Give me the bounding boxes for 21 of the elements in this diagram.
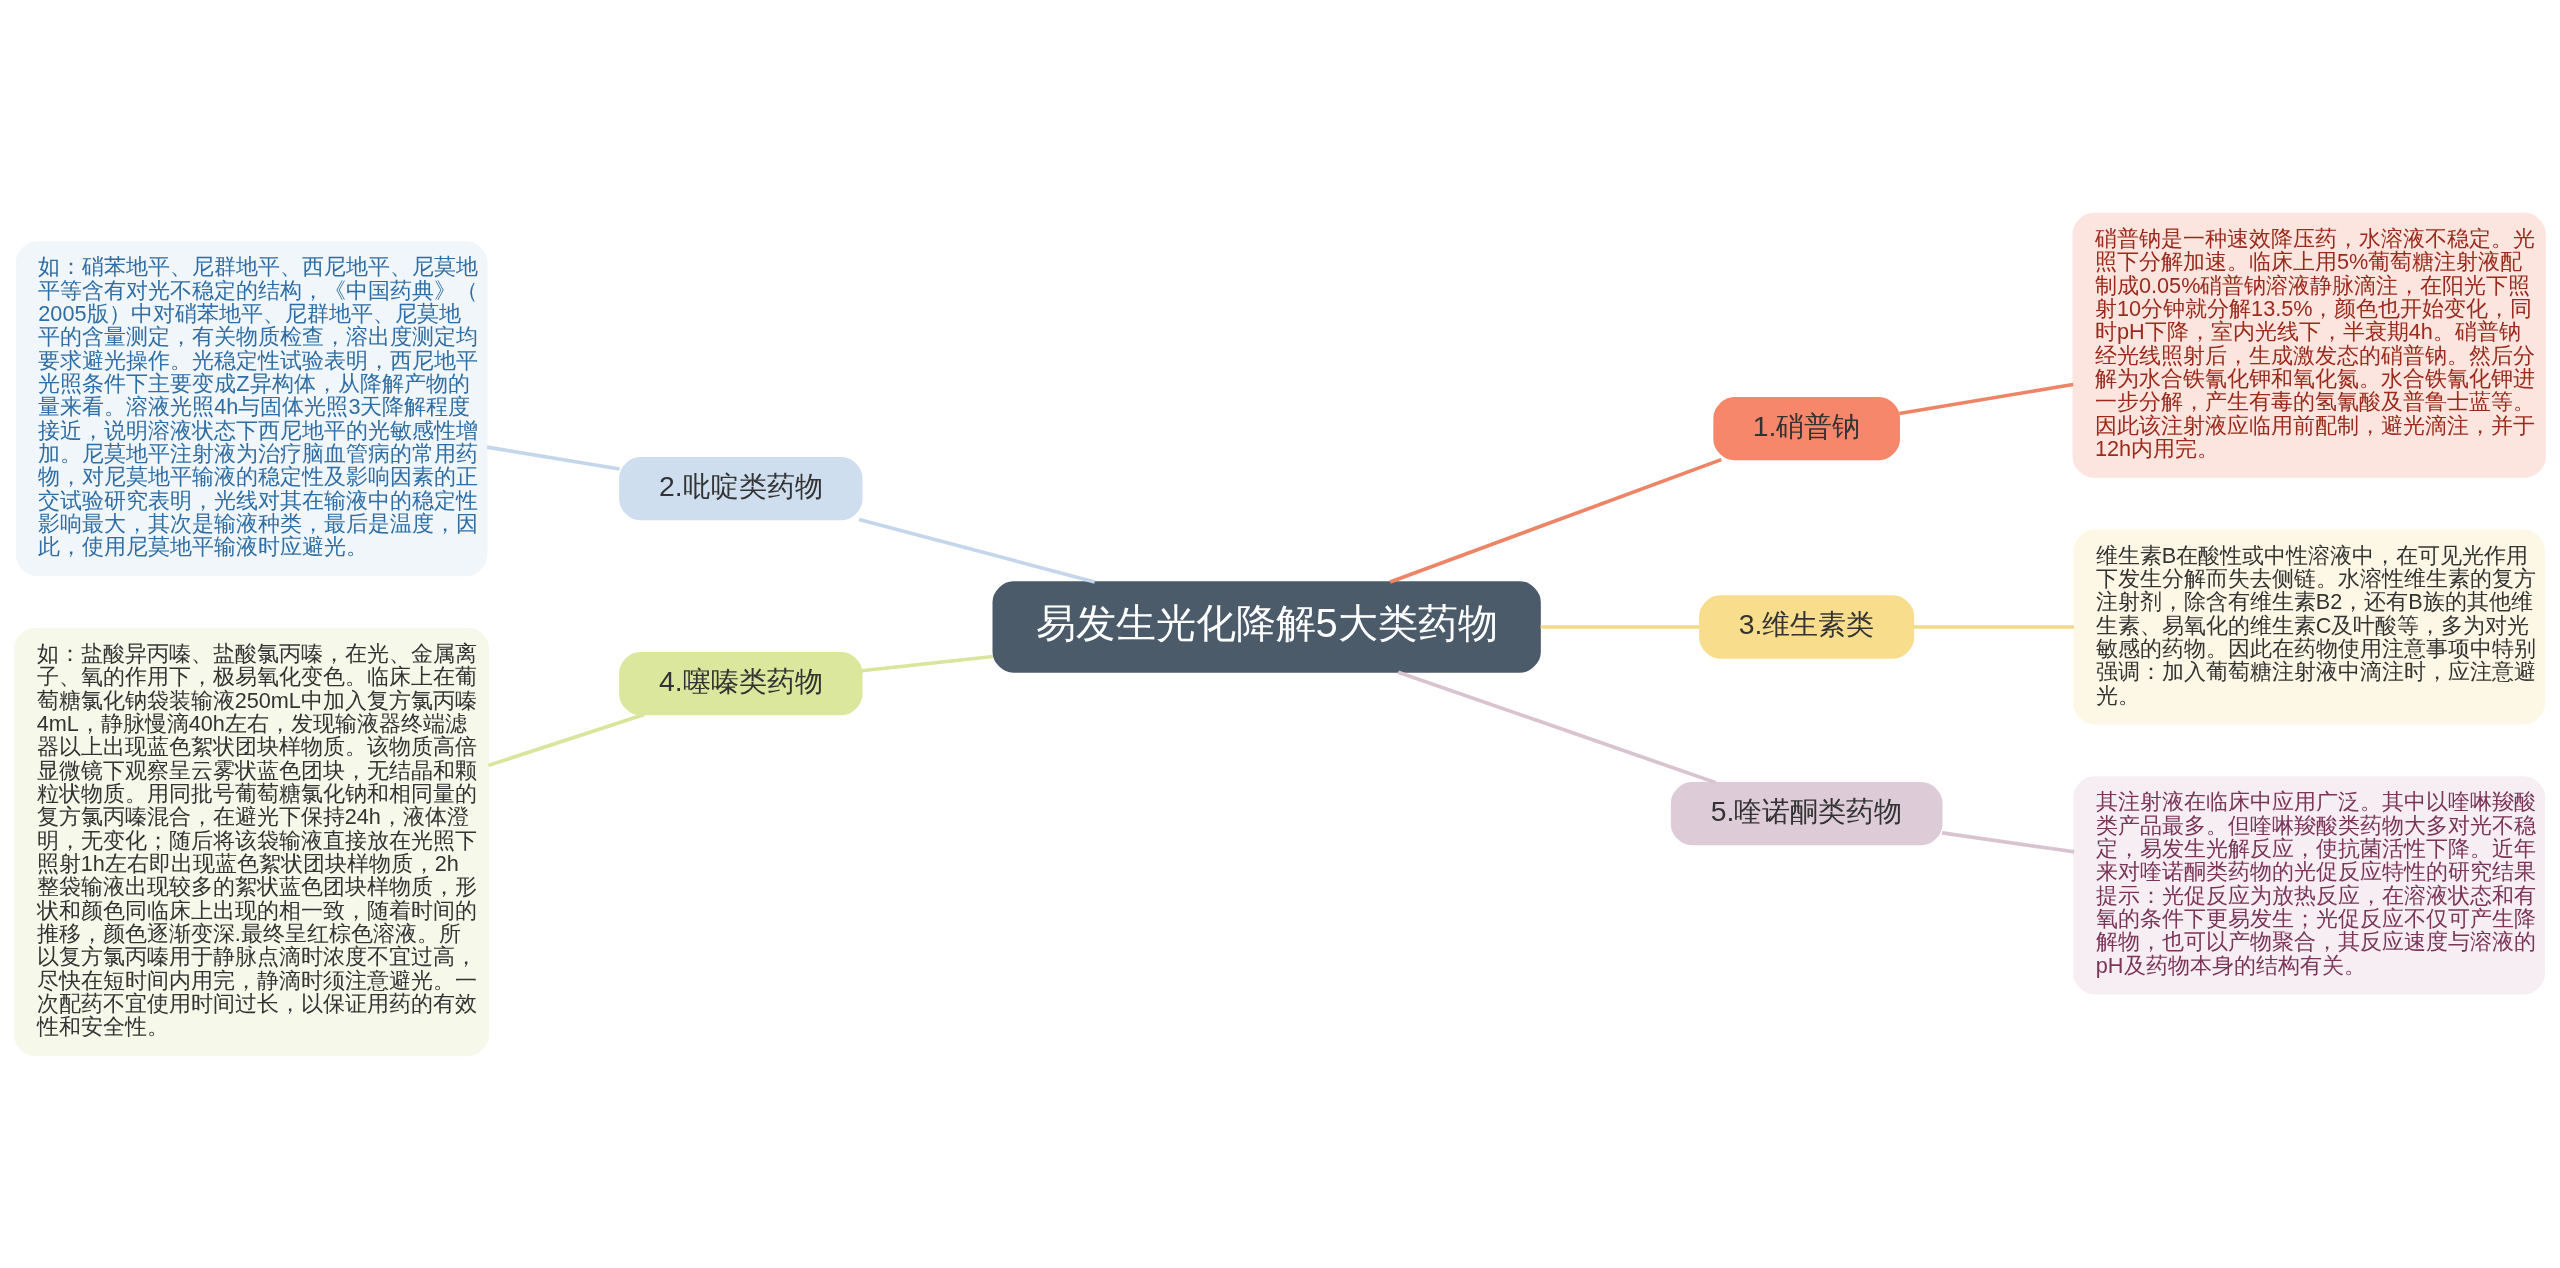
- connector: [1540, 624, 1700, 629]
- node-box: 其注射液在临床中应用广泛。其中以喹啉羧酸类产品最多。但喹啉羧酸类药物大多对光不稳定，易发生光解反应，使抗菌活性下降。近年来对喹诺酮类药物的光促反应特性的研究结果提示：光促反应为放热反应，在溶液状态和有氧的条件下更易发生；光促反应不仅可产生降解物，也可以产物聚合，其反应速度与溶液的pH及药物本身的结构有关。: [2073, 775, 2545, 994]
- node-box: 2.吡啶类药物: [619, 456, 863, 520]
- connector: [1913, 624, 2074, 629]
- connector: [1397, 669, 1717, 784]
- connector: [487, 712, 645, 767]
- connector: [486, 444, 620, 471]
- connector: [1899, 382, 2074, 415]
- node-box: 硝普钠是一种速效降压药，水溶液不稳定。光照下分解加速。临床上用5%葡萄糖注射液配制成0.05%硝普钠溶液静脉滴注，在阳光下照射10分钟就分解13.5%，颜色也开始变化，同时pH下降，室内光线下，半衰期4h。硝普钠经光线照射后，生成激发态的硝普钠。然后分解为水合铁氰化钾和氧化氮。水合铁氰化钾进一步分解，产生有毒的氢氰酸及普鲁士蓝等。因此该注射液应临用前配制，避光滴注，并于12h内用完。: [2072, 212, 2546, 478]
- node-box: 易发生光化降解5大类药物: [992, 580, 1541, 673]
- node-box: 4.噻嗪类药物: [619, 651, 863, 715]
- connector: [1941, 830, 2075, 854]
- connector: [861, 654, 994, 673]
- node-box: 如：盐酸异丙嗪、盐酸氯丙嗪，在光、金属离子、氧的作用下，极易氧化变色。临床上在葡萄糖氯化钠袋装输液250mL中加入复方氯丙嗪4mL，静脉慢滴40h左右，发现输液器终端滤器以上出现蓝色絮状团块样物质。该物质高倍显微镜下观察呈云雾状蓝色团块，无结晶和颗粒状物质。用同批号葡萄糖氯化钠和相同量的复方氯丙嗪混合，在避光下保持24h，液体澄明，无变化；随后将该袋输液直接放在光照下照射1h左右即出现蓝色絮状团块样物质，2h整袋输液出现较多的絮状蓝色团块样物质，形状和颜色同临床上出现的相一致，随着时间的推移，颜色逐渐变深.最终呈红棕色溶液。所以复方氯丙嗪用于静脉点滴时浓度不宜过高，尽快在短时间内用完，静滴时须注意避光。一次配药不宜使用时间过长，以保证用药的有效性和安全性。: [14, 627, 490, 1056]
- connector: [1389, 457, 1722, 584]
- connector: [858, 517, 1096, 584]
- node-box: 5.喹诺酮类药物: [1670, 781, 1943, 845]
- node-box: 1.硝普钠: [1713, 396, 1900, 460]
- node-box: 如：硝苯地平、尼群地平、西尼地平、尼莫地平等含有对光不稳定的结构，《中国药典》（2005版）中对硝苯地平、尼群地平、尼莫地平的含量测定，有关物质检查，溶出度测定均要求避光操作。光稳定性试验表明，西尼地平光照条件下主要变成Z异构体，从降解产物的量来看。溶液光照4h与固体光照3天降解程度接近，说明溶液状态下西尼地平的光敏感性增加。尼莫地平注射液为治疗脑血管病的常用药物，对尼莫地平输液的稳定性及影响因素的正交试验研究表明，光线对其在输液中的稳定性影响最大，其次是输液种类，最后是温度，因此，使用尼莫地平输液时应避光。: [15, 240, 488, 576]
- node-box: 维生素B在酸性或中性溶液中，在可见光作用下发生分解而失去侧链。水溶性维生素的复方注射剂，除含有维生素B2，还有B族的其他维生素、易氧化的维生素C及叶酸等，多为对光敏感的药物。因此在药物使用注意事项中特别强调：加入葡萄糖注射液中滴注时，应注意避光。: [2073, 529, 2545, 724]
- node-box: 3.维生素类: [1699, 594, 1915, 659]
